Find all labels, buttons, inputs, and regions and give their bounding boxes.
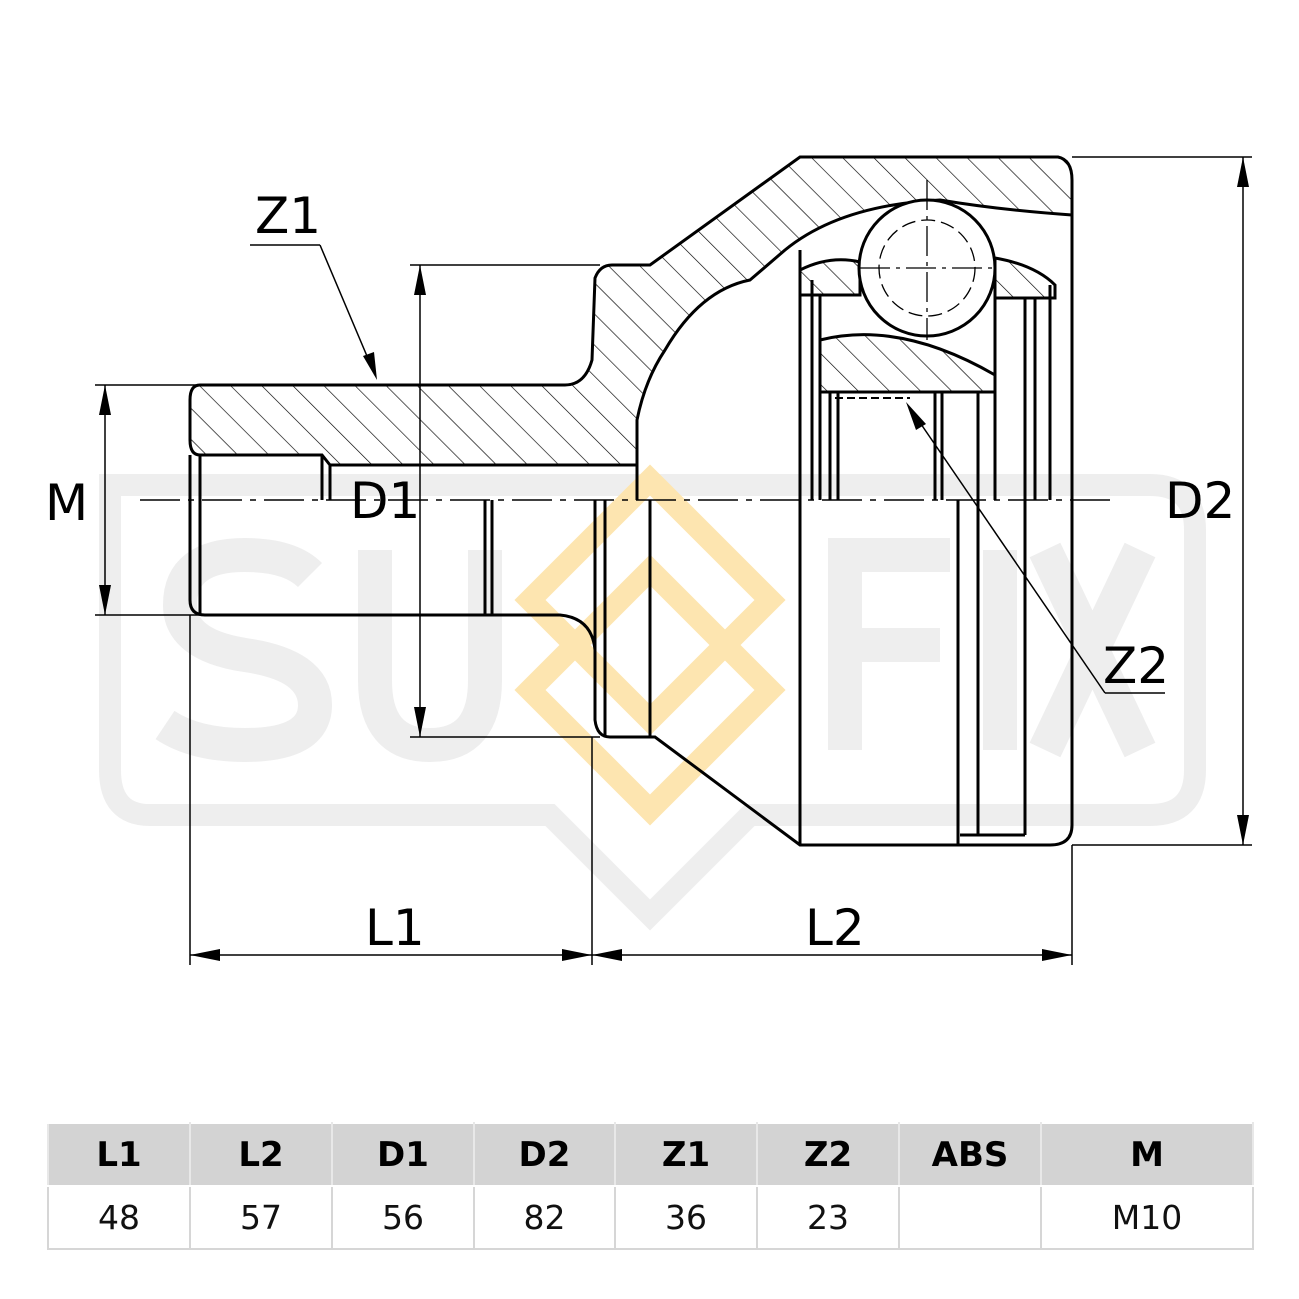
dimension-arrows: [99, 157, 1249, 961]
label-z2: Z2: [1103, 637, 1169, 695]
label-z1: Z1: [255, 187, 321, 245]
body-outline: [188, 215, 1074, 847]
inner-race: [818, 333, 997, 394]
value-z1: 36: [614, 1185, 758, 1250]
table-row: 48 57 56 82 36 23 M10: [47, 1185, 1254, 1250]
watermark-logo: [99, 464, 1206, 931]
value-abs: [898, 1185, 1042, 1250]
header-d1: D1: [331, 1122, 475, 1187]
header-l2: L2: [189, 1122, 333, 1187]
label-d1: D1: [350, 472, 420, 530]
header-d2: D2: [473, 1122, 616, 1187]
dimensions-table: L1 L2 D1 D2 Z1 Z2 ABS M 48 57 56 82 36 2…: [47, 1122, 1254, 1250]
watermark-letters-fix: [828, 538, 1156, 758]
value-d1: 56: [331, 1185, 475, 1250]
cv-joint-drawing: Z1 M D1 D2 Z2 L1 L2: [45, 155, 1252, 965]
label-m: M: [45, 474, 88, 532]
table-header-row: L1 L2 D1 D2 Z1 Z2 ABS M: [47, 1122, 1254, 1187]
label-l1: L1: [365, 899, 425, 957]
value-l1: 48: [47, 1185, 191, 1250]
value-z2: 23: [756, 1185, 900, 1250]
header-l1: L1: [47, 1122, 191, 1187]
label-l2: L2: [805, 899, 865, 957]
label-d2: D2: [1165, 472, 1235, 530]
value-l2: 57: [189, 1185, 333, 1250]
value-d2: 82: [473, 1185, 616, 1250]
inner-bores: [198, 250, 1052, 845]
ball: [857, 180, 997, 340]
watermark-letters-su: [155, 537, 502, 763]
value-m: M10: [1040, 1185, 1254, 1250]
dimension-lines: [95, 156, 1252, 965]
header-z2: Z2: [756, 1122, 900, 1187]
header-m: M: [1040, 1122, 1254, 1187]
cage-left: [798, 258, 862, 297]
hatched-section: [188, 155, 1074, 467]
header-z1: Z1: [614, 1122, 758, 1187]
cage-right: [993, 256, 1057, 300]
header-abs: ABS: [898, 1122, 1042, 1187]
